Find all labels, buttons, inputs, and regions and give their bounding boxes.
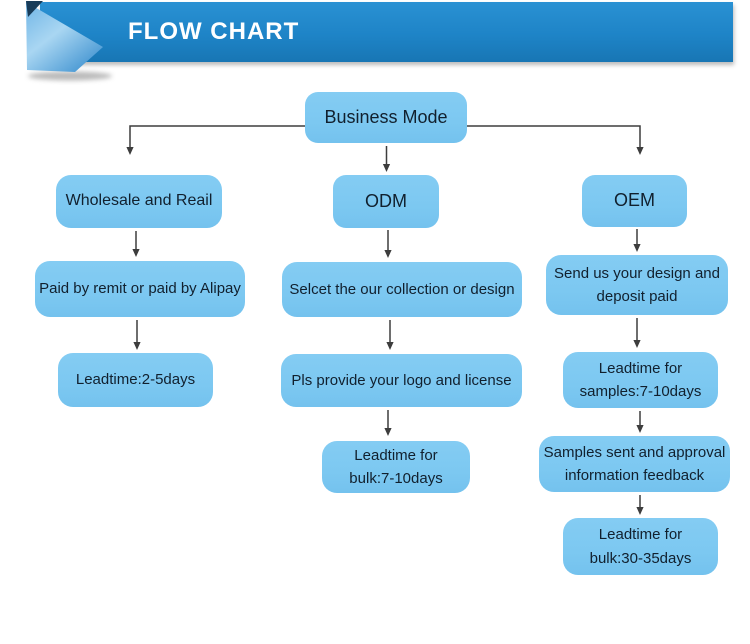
node-business-mode: Business Mode xyxy=(305,92,467,143)
node-paid-remit-alipay: Paid by remit or paid by Alipay xyxy=(35,261,245,317)
ribbon-fold-decoration xyxy=(26,1,112,81)
header-banner: FLOW CHART xyxy=(40,2,733,62)
arrowhead xyxy=(384,250,392,258)
arrowhead xyxy=(132,249,140,257)
ribbon-shadow xyxy=(28,71,112,81)
connector-business-wholesale xyxy=(129,125,305,147)
arrowhead xyxy=(636,425,644,433)
node-send-design-deposit: Send us your design and deposit paid xyxy=(546,255,728,315)
arrowhead xyxy=(386,342,394,350)
node-leadtime-bulk-7-10: Leadtime for bulk:7-10days xyxy=(322,441,470,493)
node-provide-logo-license: Pls provide your logo and license xyxy=(281,354,522,407)
node-wholesale-retail: Wholesale and Reail xyxy=(56,175,222,228)
arrowhead xyxy=(133,342,141,350)
arrowhead xyxy=(126,147,134,155)
node-leadtime-samples-7-10: Leadtime for samples:7-10days xyxy=(563,352,718,408)
node-samples-sent-feedback: Samples sent and approval information fe… xyxy=(539,436,730,492)
ribbon-body xyxy=(26,2,103,72)
arrowhead xyxy=(636,147,644,155)
arrowhead xyxy=(633,244,641,252)
arrowhead xyxy=(382,164,391,172)
node-select-collection: Selcet the our collection or design xyxy=(282,262,522,317)
arrowhead xyxy=(384,428,392,436)
arrowhead xyxy=(633,340,641,348)
node-leadtime-bulk-30-35: Leadtime for bulk:30-35days xyxy=(563,518,718,575)
arrowhead xyxy=(636,507,644,515)
ribbon-dark-fold xyxy=(26,1,43,17)
node-oem: OEM xyxy=(582,175,687,227)
node-leadtime-2-5days: Leadtime:2-5days xyxy=(58,353,213,407)
page-title: FLOW CHART xyxy=(128,18,300,45)
node-odm: ODM xyxy=(333,175,439,228)
connector-business-oem xyxy=(467,125,641,147)
